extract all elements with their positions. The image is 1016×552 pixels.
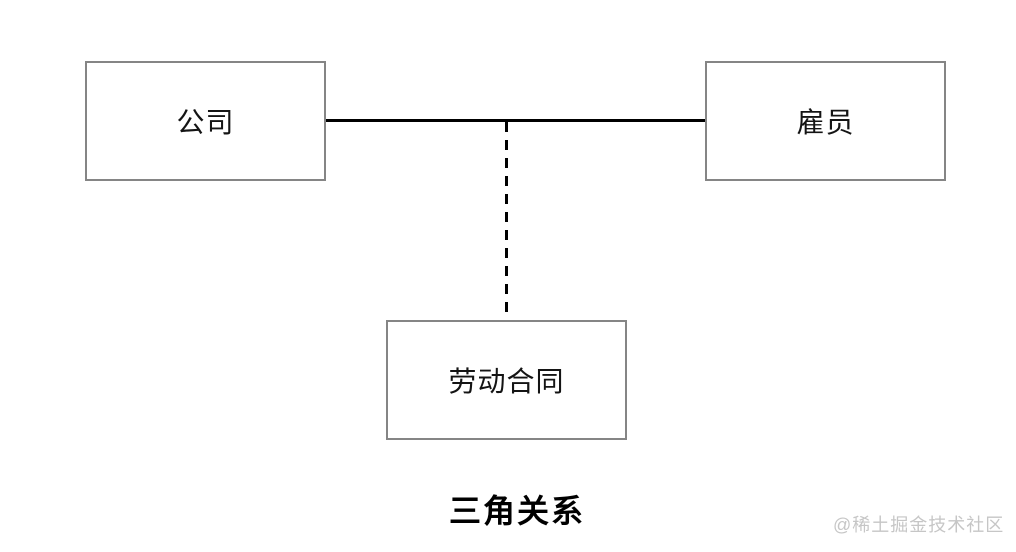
node-contract-label: 劳动合同 [448,366,565,397]
node-company: 公司 [85,61,326,181]
watermark-text: @稀土掘金技术社区 [833,515,1005,535]
connector-company-employee-solid-line [326,119,705,122]
node-employee: 雇员 [705,61,946,181]
node-contract: 劳动合同 [386,320,627,440]
connector-contract-dashed-line [505,122,508,320]
diagram-caption: 三角关系 [448,493,586,529]
node-employee-label: 雇员 [796,107,855,138]
node-company-label: 公司 [176,107,235,138]
